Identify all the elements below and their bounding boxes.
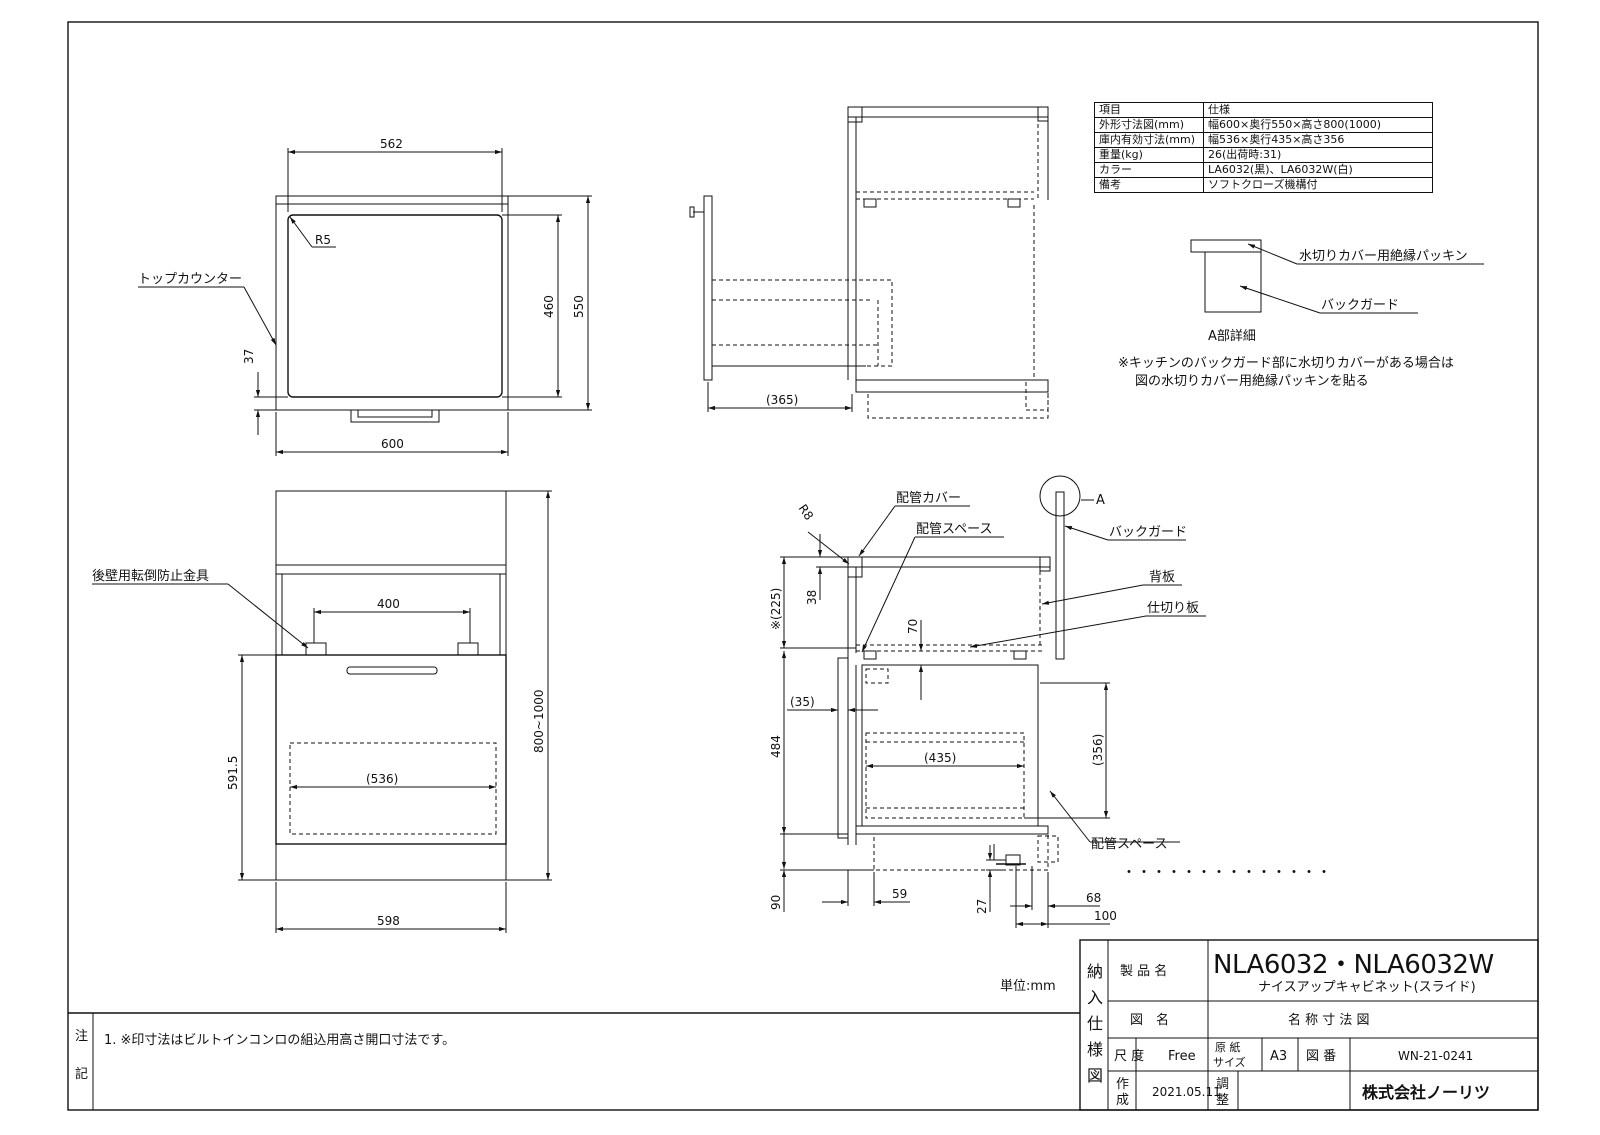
dim-356: (356) bbox=[1091, 734, 1105, 766]
side-label-4: 様 bbox=[1087, 1040, 1103, 1059]
side-label-2: 入 bbox=[1087, 988, 1103, 1007]
sheet-border bbox=[67, 21, 1539, 1111]
dim-600: 600 bbox=[381, 437, 404, 451]
notes-label-1: 注 bbox=[75, 1029, 88, 1044]
detail-a-note-2: 図の水切りカバー用絶縁パッキンを貼る bbox=[1135, 373, 1369, 389]
drawing-name-label: 図 名 bbox=[1130, 1012, 1169, 1028]
drawing-no-label: 図 番 bbox=[1306, 1049, 1336, 1064]
dim-562: 562 bbox=[380, 137, 403, 151]
dim-591-5: 591.5 bbox=[226, 756, 240, 790]
company-logo: 株式会社ノーリツ bbox=[1362, 1083, 1490, 1102]
date-value: 2021.05.11 bbox=[1152, 1085, 1221, 1099]
drawing-name: 名 称 寸 法 図 bbox=[1288, 1012, 1370, 1028]
dim-435: (435) bbox=[924, 751, 956, 765]
label-back-guard-detail: バックガード bbox=[1321, 298, 1399, 313]
side-section: R8 配管カバー 配管スペース バックガード A 背板 仕切り板 配管スペース … bbox=[769, 475, 1206, 928]
title-block: 納 入 仕 様 図 製 品 名 NLA6032・NLA6032W ナイスアップキ… bbox=[1079, 939, 1539, 1111]
spec-row: 外形寸法図(mm)幅600×奥行550×高さ800(1000) bbox=[1094, 117, 1433, 133]
dim-400: 400 bbox=[377, 597, 400, 611]
check-label-2: 整 bbox=[1216, 1093, 1229, 1108]
made-label-1: 作 bbox=[1116, 1077, 1129, 1092]
product-name-label: 製 品 名 bbox=[1120, 963, 1167, 979]
spec-value: 幅536×奥行435×高さ356 bbox=[1203, 132, 1433, 148]
spec-key: 重量(kg) bbox=[1094, 147, 1204, 163]
dim-460: 460 bbox=[542, 295, 556, 318]
spec-key: 備考 bbox=[1094, 177, 1204, 193]
dim-536: (536) bbox=[366, 772, 398, 786]
dim-37: 37 bbox=[242, 349, 256, 364]
notes-label-2: 記 bbox=[75, 1066, 88, 1082]
dim-550: 550 bbox=[572, 295, 586, 318]
front-view: 400 (536) 591.5 800~1000 598 後壁用転倒防止金具 bbox=[92, 490, 552, 933]
label-back-guard: バックガード bbox=[1109, 525, 1187, 540]
spec-key: カラー bbox=[1094, 162, 1204, 178]
dotted-line: ・・・・・・・・・・・・・・ bbox=[1122, 865, 1332, 881]
dim-90: 90 bbox=[769, 895, 783, 910]
label-back-board: 背板 bbox=[1149, 570, 1175, 585]
detail-a-note-1: ※キッチンのバックガード部に水切りカバーがある場合は bbox=[1118, 356, 1454, 371]
spec-value: 26(出荷時:31) bbox=[1203, 147, 1433, 163]
side-label-1: 納 bbox=[1087, 962, 1103, 981]
dim-598: 598 bbox=[377, 914, 400, 928]
dim-225: ※(225) bbox=[769, 588, 783, 630]
dim-365: (365) bbox=[766, 393, 798, 407]
spec-table: 項目仕様外形寸法図(mm)幅600×奥行550×高さ800(1000)庫内有効寸… bbox=[1094, 102, 1433, 193]
spec-key: 項目 bbox=[1094, 102, 1204, 118]
label-insulation-packing: 水切りカバー用絶縁パッキン bbox=[1299, 248, 1468, 264]
notes-section: 注 記 1. ※印寸法はビルトインコンロの組込用高さ開口寸法です。 bbox=[68, 1012, 1080, 1110]
label-pipe-cover: 配管カバー bbox=[896, 491, 961, 506]
drawing-no-value: WN-21-0241 bbox=[1398, 1049, 1473, 1063]
paper-size-label-2: サイズ bbox=[1213, 1055, 1246, 1069]
dim-68: 68 bbox=[1086, 891, 1101, 905]
scale-label: 尺 度 bbox=[1114, 1048, 1144, 1064]
label-pipe-space-top: 配管スペース bbox=[916, 522, 992, 537]
spec-row: 重量(kg)26(出荷時:31) bbox=[1094, 147, 1433, 163]
dim-100: 100 bbox=[1094, 909, 1117, 923]
paper-size-value: A3 bbox=[1270, 1049, 1287, 1064]
detail-a: 水切りカバー用絶縁パッキン バックガード A部詳細 ※キッチンのバックガード部に… bbox=[1118, 239, 1484, 389]
dim-70: 70 bbox=[906, 619, 920, 634]
unit-label: 単位:mm bbox=[1000, 978, 1056, 994]
spec-value: 仕様 bbox=[1203, 102, 1433, 118]
label-top-counter: トップカウンター bbox=[138, 272, 242, 287]
label-anti-tip: 後壁用転倒防止金具 bbox=[92, 568, 209, 584]
label-r5: R5 bbox=[315, 233, 331, 247]
spec-key: 庫内有効寸法(mm) bbox=[1094, 132, 1204, 148]
dim-800-1000: 800~1000 bbox=[532, 690, 546, 754]
spec-row: 備考ソフトクローズ機構付 bbox=[1094, 177, 1433, 193]
label-divider: 仕切り板 bbox=[1147, 601, 1199, 616]
made-label-2: 成 bbox=[1116, 1093, 1129, 1108]
spec-row: 項目仕様 bbox=[1094, 102, 1433, 118]
spec-value: LA6032(黒)、LA6032W(白) bbox=[1203, 162, 1433, 178]
dim-35: (35) bbox=[790, 695, 815, 709]
dim-38: 38 bbox=[805, 590, 819, 605]
spec-row: 庫内有効寸法(mm)幅536×奥行435×高さ356 bbox=[1094, 132, 1433, 148]
dim-27: 27 bbox=[975, 899, 989, 914]
paper-size-label-1: 原 紙 bbox=[1215, 1040, 1241, 1054]
side-label-5: 図 bbox=[1087, 1066, 1103, 1085]
dim-484: 484 bbox=[769, 735, 783, 758]
side-label-3: 仕 bbox=[1087, 1014, 1103, 1033]
side-view-open: (365) bbox=[689, 106, 1049, 419]
dim-59: 59 bbox=[892, 887, 907, 901]
spec-key: 外形寸法図(mm) bbox=[1094, 117, 1204, 133]
label-detail-a-mark: A bbox=[1096, 493, 1105, 508]
product-code: NLA6032・NLA6032W bbox=[1213, 950, 1494, 980]
detail-a-title: A部詳細 bbox=[1208, 328, 1256, 344]
label-pipe-space-bottom: 配管スペース bbox=[1091, 837, 1167, 852]
spec-value: ソフトクローズ機構付 bbox=[1203, 177, 1433, 193]
top-view: 562 460 550 37 600 R5 トップカウンター bbox=[138, 137, 592, 456]
spec-value: 幅600×奥行550×高さ800(1000) bbox=[1203, 117, 1433, 133]
product-description: ナイスアップキャビネット(スライド) bbox=[1258, 980, 1476, 995]
scale-value: Free bbox=[1168, 1049, 1196, 1064]
check-label-1: 調 bbox=[1216, 1077, 1229, 1092]
label-r8: R8 bbox=[796, 502, 817, 523]
notes-text: 1. ※印寸法はビルトインコンロの組込用高さ開口寸法です。 bbox=[104, 1032, 455, 1048]
